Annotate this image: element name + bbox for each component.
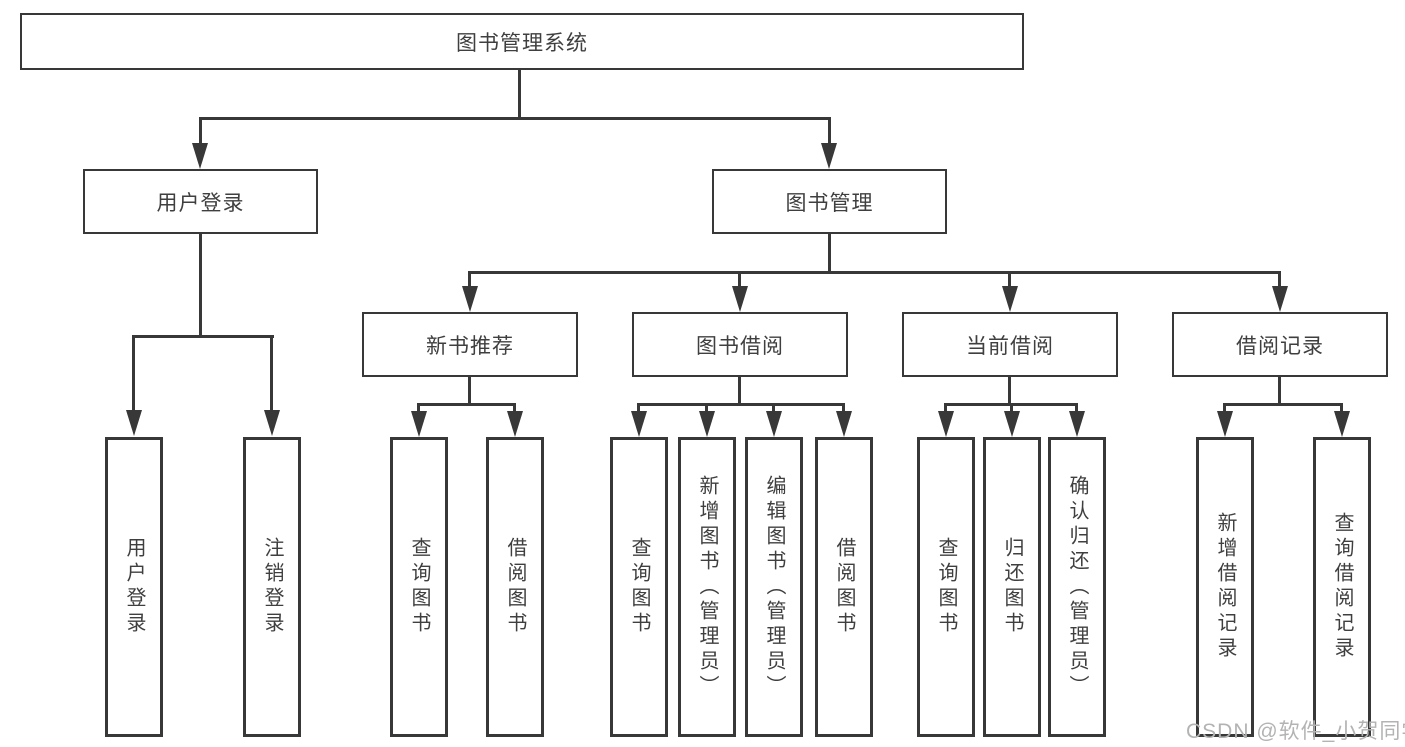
arrow-down-icon [766, 411, 782, 437]
connector-stub [1075, 403, 1078, 413]
connector-stub [1223, 403, 1226, 413]
arrow-down-icon [507, 411, 523, 437]
connector-sec3-down [1008, 376, 1011, 406]
connector-level1-horizontal [199, 117, 831, 120]
leaf-label: 查询图书 [935, 537, 957, 637]
arrow-down-icon [192, 143, 208, 169]
leaf-add-borrow-record: 新增借阅记录 [1196, 437, 1254, 737]
leaf-label: 查询图书 [408, 537, 430, 637]
node-new-book-recommend: 新书推荐 [362, 312, 578, 377]
leaf-query-borrow-record: 查询借阅记录 [1313, 437, 1371, 737]
connector-sec3-stub [1008, 271, 1011, 287]
leaf-label: 查询图书 [628, 537, 650, 637]
arrow-down-icon [836, 411, 852, 437]
connector-sec4-stub [1278, 271, 1281, 287]
arrow-down-icon [411, 411, 427, 437]
leaf-label: 借阅图书 [504, 537, 526, 637]
connector-stub [705, 403, 708, 413]
arrow-down-icon [1272, 286, 1288, 312]
node-book-borrowing: 图书借阅 [632, 312, 848, 377]
node-current-borrowing: 当前借阅 [902, 312, 1118, 377]
connector-stub [1340, 403, 1343, 413]
arrow-down-icon [821, 143, 837, 169]
connector-stub [417, 403, 420, 413]
connector-group2-horizontal [417, 403, 516, 406]
connector-sec1-down [468, 376, 471, 406]
leaf-label: 用户登录 [123, 537, 145, 637]
leaf-return-books: 归还图书 [983, 437, 1041, 737]
leaf-add-book-admin: 新增图书（管理员） [678, 437, 736, 737]
arrow-down-icon [1004, 411, 1020, 437]
connector-root-stub [518, 69, 521, 118]
node-borrowing-records: 借阅记录 [1172, 312, 1388, 377]
leaf-label: 确认归还（管理员） [1066, 474, 1088, 700]
connector-login-leaf1-stub [132, 335, 135, 411]
arrow-down-icon [264, 410, 280, 436]
connector-stub [637, 403, 640, 413]
connector-stub [944, 403, 947, 413]
arrow-down-icon [126, 410, 142, 436]
connector-book-mgmt-stub [828, 117, 831, 145]
leaf-logout: 注销登录 [243, 437, 301, 737]
arrow-down-icon [1002, 286, 1018, 312]
connector-stub [842, 403, 845, 413]
arrow-down-icon [1334, 411, 1350, 437]
connector-stub [772, 403, 775, 413]
connector-stub [1010, 403, 1013, 413]
connector-login-down [199, 233, 202, 338]
leaf-confirm-return-admin: 确认归还（管理员） [1048, 437, 1106, 737]
connector-group3-horizontal [637, 403, 845, 406]
leaf-query-books-current: 查询图书 [917, 437, 975, 737]
arrow-down-icon [732, 286, 748, 312]
arrow-down-icon [1069, 411, 1085, 437]
leaf-label: 新增图书（管理员） [696, 474, 718, 700]
arrow-down-icon [462, 286, 478, 312]
leaf-label: 查询借阅记录 [1331, 512, 1353, 662]
leaf-query-books-newrec: 查询图书 [390, 437, 448, 737]
node-book-management: 图书管理 [712, 169, 947, 234]
leaf-borrow-books-borrowing: 借阅图书 [815, 437, 873, 737]
arrow-down-icon [699, 411, 715, 437]
leaf-label: 借阅图书 [833, 537, 855, 637]
connector-sec2-stub [738, 271, 741, 287]
watermark: CSDN @软件_小贺同学 [1186, 720, 1405, 743]
leaf-user-login: 用户登录 [105, 437, 163, 737]
node-root-system: 图书管理系统 [20, 13, 1024, 70]
connector-sec4-down [1278, 376, 1281, 406]
connector-sec1-stub [468, 271, 471, 287]
leaf-edit-book-admin: 编辑图书（管理员） [745, 437, 803, 737]
leaf-label: 归还图书 [1001, 537, 1023, 637]
leaf-label: 注销登录 [261, 537, 283, 637]
arrow-down-icon [938, 411, 954, 437]
leaf-borrow-books-newrec: 借阅图书 [486, 437, 544, 737]
connector-stub [513, 403, 516, 413]
connector-mgmt-down [828, 233, 831, 274]
connector-login-leaf2-stub [270, 335, 273, 411]
arrow-down-icon [631, 411, 647, 437]
leaf-query-books-borrowing: 查询图书 [610, 437, 668, 737]
leaf-label: 编辑图书（管理员） [763, 474, 785, 700]
leaf-label: 新增借阅记录 [1214, 512, 1236, 662]
connector-group5-horizontal [1223, 403, 1343, 406]
connector-user-login-stub [199, 117, 202, 145]
node-user-login: 用户登录 [83, 169, 318, 234]
connector-login-horizontal [132, 335, 274, 338]
arrow-down-icon [1217, 411, 1233, 437]
connector-sec2-down [738, 376, 741, 406]
connector-level2-horizontal [468, 271, 1281, 274]
